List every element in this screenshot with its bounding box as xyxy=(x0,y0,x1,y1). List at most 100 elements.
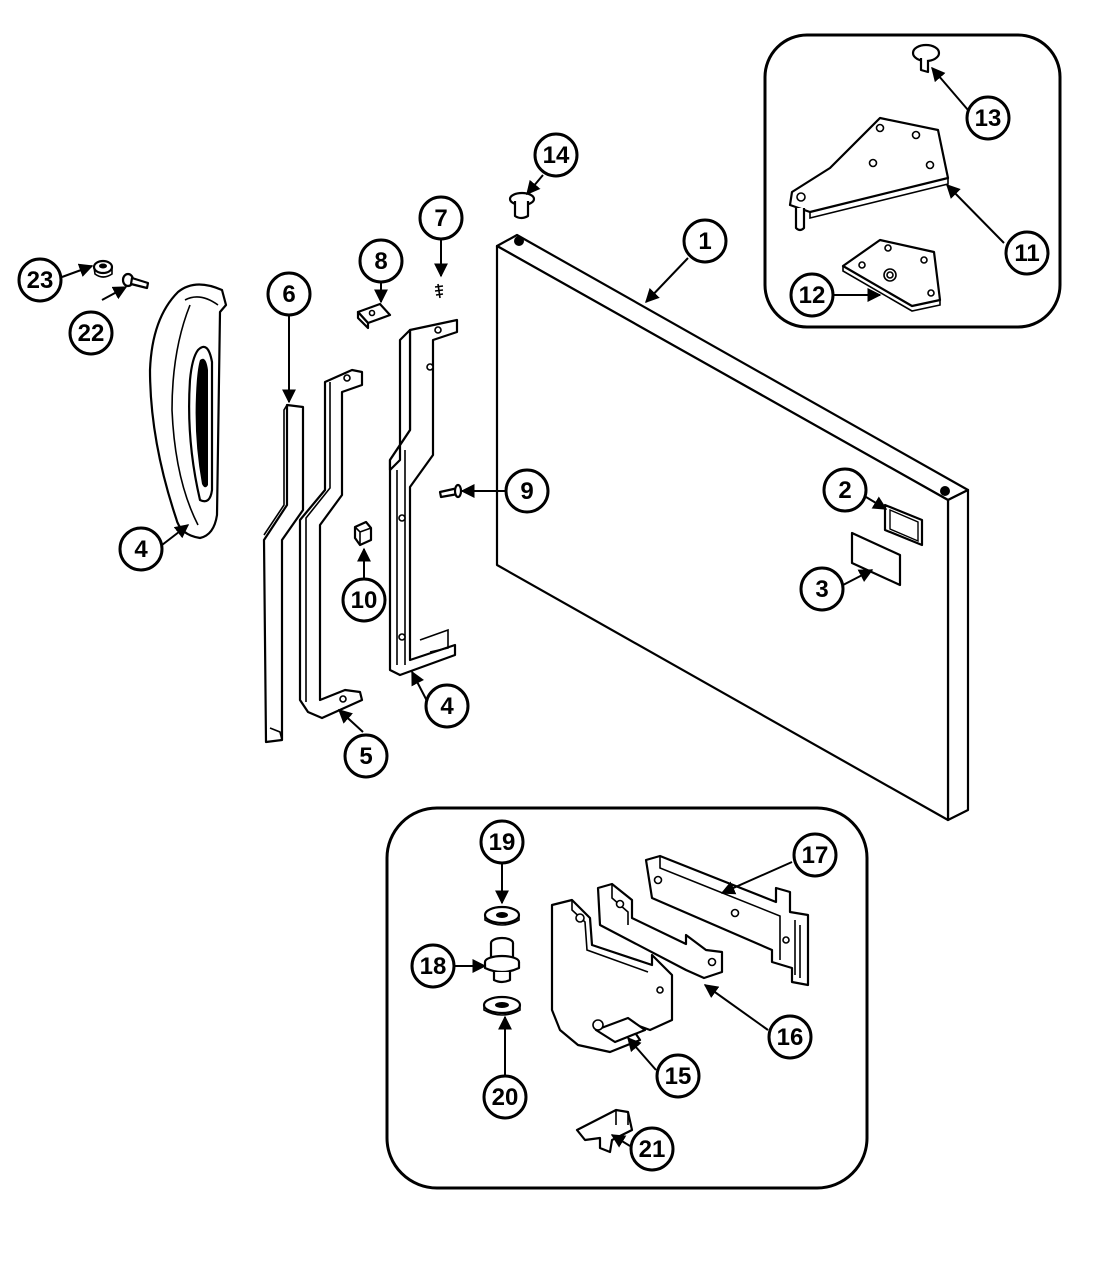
callout-circle xyxy=(1004,230,1050,276)
lower-hinge-part-16 xyxy=(596,882,724,980)
door-plug xyxy=(508,191,536,220)
callout-number: 1 xyxy=(698,228,711,255)
door-badge xyxy=(883,503,924,547)
clip-part-21 xyxy=(575,1108,634,1154)
lower-hinge-part-17 xyxy=(644,854,810,987)
door-label xyxy=(850,531,902,587)
callout-circle xyxy=(682,218,728,264)
callout-c12: 12 xyxy=(789,272,835,318)
handle-bracket xyxy=(388,318,459,677)
callout-circle xyxy=(822,467,868,513)
hinge-pin-part-13 xyxy=(911,43,941,74)
callout-c15: 15 xyxy=(655,1053,701,1099)
callout-c23: 23 xyxy=(17,257,63,303)
door-handle xyxy=(148,283,228,540)
callout-c13: 13 xyxy=(965,95,1011,141)
hinge-inset-bottom xyxy=(385,806,869,1190)
callout-circle xyxy=(655,1053,701,1099)
spacer-part-10 xyxy=(353,520,373,547)
callout-c22: 22 xyxy=(68,310,114,356)
clip-part-8 xyxy=(356,302,392,330)
callout-number: 6 xyxy=(282,281,295,308)
callout-number: 22 xyxy=(78,320,105,347)
callout-circle xyxy=(799,566,845,612)
callout-circle xyxy=(266,271,312,317)
callout-number: 5 xyxy=(359,743,372,770)
screw-part-9 xyxy=(438,483,463,499)
callout-number: 9 xyxy=(520,478,533,505)
hinge-shim xyxy=(841,238,942,312)
callout-c6: 6 xyxy=(266,271,312,317)
callout-c14: 14 xyxy=(533,132,579,178)
callout-number: 4 xyxy=(134,536,148,563)
callout-c9: 9 xyxy=(504,468,550,514)
callout-number: 4 xyxy=(440,693,454,720)
callout-circle xyxy=(533,132,579,178)
callout-c3: 3 xyxy=(799,566,845,612)
callout-number: 11 xyxy=(1014,240,1039,267)
callout-number: 14 xyxy=(543,142,570,169)
callout-c11: 11 xyxy=(1004,230,1050,276)
callout-circle xyxy=(629,1126,675,1172)
callout-circle xyxy=(418,195,464,241)
door-panel xyxy=(495,233,970,822)
upper-hinge xyxy=(788,116,950,232)
callout-circle xyxy=(17,257,63,303)
hinge-pin-part-18 xyxy=(483,936,521,984)
callout-c5: 5 xyxy=(343,733,389,779)
lower-hinge-part-15 xyxy=(550,898,674,1054)
callout-c20: 20 xyxy=(482,1074,528,1120)
callout-number: 10 xyxy=(351,587,378,614)
callout-circle xyxy=(358,238,404,284)
callout-c10: 10 xyxy=(341,577,387,623)
trim-strip xyxy=(262,403,305,744)
callout-c1: 1 xyxy=(682,218,728,264)
callout-circle xyxy=(504,468,550,514)
callout-c16: 16 xyxy=(767,1014,813,1060)
screw-part-7 xyxy=(434,283,444,299)
callout-c17: 17 xyxy=(792,832,838,878)
callout-number: 20 xyxy=(492,1084,519,1111)
callout-circle xyxy=(410,943,456,989)
screw-part-22 xyxy=(121,272,150,290)
callout-circle xyxy=(767,1014,813,1060)
callout-circle xyxy=(479,819,525,865)
callout-circle xyxy=(424,683,470,729)
callout-number: 13 xyxy=(975,105,1002,132)
callout-number: 19 xyxy=(489,829,516,856)
callout-c4b: 4 xyxy=(424,683,470,729)
callout-circle xyxy=(789,272,835,318)
callout-c21: 21 xyxy=(629,1126,675,1172)
washer-part-20 xyxy=(482,995,522,1016)
callout-c8: 8 xyxy=(358,238,404,284)
callout-circle xyxy=(965,95,1011,141)
callout-c7: 7 xyxy=(418,195,464,241)
callout-number: 21 xyxy=(639,1136,666,1163)
callout-c4a: 4 xyxy=(118,526,164,572)
callout-circle xyxy=(68,310,114,356)
callout-number: 2 xyxy=(838,477,851,504)
callout-circle xyxy=(482,1074,528,1120)
callout-number: 12 xyxy=(799,282,826,309)
callout-number: 3 xyxy=(815,576,828,603)
callout-circle xyxy=(343,733,389,779)
callout-number: 8 xyxy=(374,248,387,275)
callout-circle xyxy=(341,577,387,623)
callout-number: 16 xyxy=(777,1024,804,1051)
callout-number: 15 xyxy=(665,1063,692,1090)
callout-number: 23 xyxy=(27,267,54,294)
callout-circle xyxy=(118,526,164,572)
callout-number: 18 xyxy=(420,953,447,980)
callout-number: 17 xyxy=(802,842,829,869)
callout-c2: 2 xyxy=(822,467,868,513)
nut-part-23 xyxy=(92,259,114,278)
callout-c19: 19 xyxy=(479,819,525,865)
callout-c18: 18 xyxy=(410,943,456,989)
callout-number: 7 xyxy=(434,205,447,232)
hinge-inset-top xyxy=(763,33,1062,329)
trim-bracket xyxy=(298,368,364,720)
washer-part-19 xyxy=(483,905,521,926)
